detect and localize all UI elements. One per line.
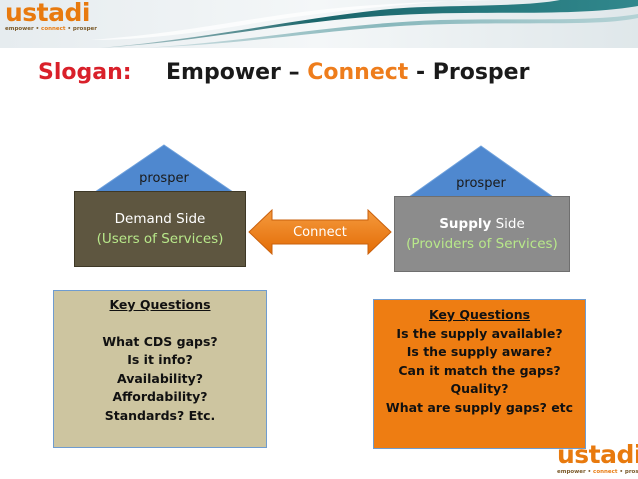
ustadi-logo-bottom: ustadi empower • connect • prosper [554,440,638,479]
supply-side-box: Supply Side (Providers of Services) [394,196,570,272]
right-triangle-label: prosper [456,176,506,191]
supply-side-subtitle: (Providers of Services) [406,236,558,252]
question-item: Quality? [450,381,509,396]
supply-key-questions-box: Key Questions Is the supply available? I… [373,299,586,449]
logo-wordmark: ustadi [557,440,638,469]
question-item: Affordability? [112,389,208,404]
supply-questions-title: Key Questions [428,307,531,322]
question-item: What are supply gaps? etc [385,399,574,415]
question-item: Can it match the gaps? [398,362,561,378]
slogan-highlight: Connect [307,60,409,85]
connect-label: Connect [293,224,347,240]
slogan-label: Slogan: [38,60,132,85]
question-item: Availability? [117,370,203,386]
ustadi-logo: ustadi empower • connect • prosper [3,0,97,36]
header-banner [0,0,638,48]
logo-wordmark: ustadi [5,0,90,27]
question-item: Is it info? [127,352,193,367]
demand-questions-title: Key Questions [109,297,211,312]
demand-side-box: Demand Side (Users of Services) [74,191,246,267]
left-triangle-label: prosper [139,171,189,186]
question-item: Standards? Etc. [104,407,216,423]
supply-side-title: Supply Side [439,216,525,232]
demand-key-questions-box: Key Questions What CDS gaps? Is it info?… [53,290,267,448]
logo-tagline: empower • connect • prosper [557,469,638,475]
double-arrow-icon [248,208,392,256]
connect-double-arrow: Connect [248,208,392,256]
demand-side-subtitle: (Users of Services) [96,231,224,247]
logo-tagline: empower • connect • prosper [5,26,97,32]
demand-side-title: Demand Side [114,211,206,227]
question-item: What CDS gaps? [102,333,218,349]
question-item: Is the supply available? [396,325,563,341]
slogan-text: Empower – Connect - Prosper [166,60,530,85]
question-item: Is the supply aware? [406,344,553,359]
